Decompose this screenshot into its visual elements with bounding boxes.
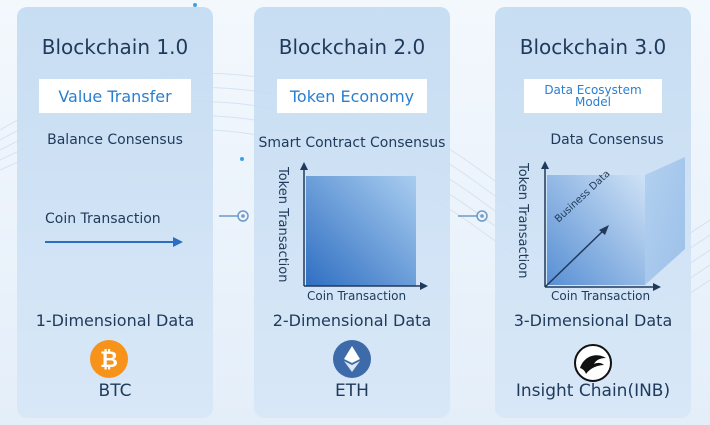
connector-arrow-icon <box>458 210 488 222</box>
coin-name: ETH <box>335 381 369 401</box>
dimension-label: 3-Dimensional Data <box>513 311 673 330</box>
decor-dot <box>240 157 244 161</box>
ethereum-icon <box>333 340 371 378</box>
coin-name: BTC <box>98 381 132 401</box>
coin-transaction-axis-label: Coin Transaction <box>307 289 407 303</box>
decor-dot <box>193 3 197 7</box>
token-transaction-axis-label: Token Transaction <box>515 163 530 279</box>
panel-subtitle-box: Token Economy <box>277 79 427 113</box>
token-transaction-axis-label: Token Transaction <box>275 167 290 283</box>
panel-title: Blockchain 3.0 <box>519 35 667 59</box>
panel-blockchain-1: Blockchain 1.0 Value Transfer Balance Co… <box>17 7 213 418</box>
dimension-label: 2-Dimensional Data <box>272 311 432 330</box>
consensus-label: Balance Consensus <box>47 132 183 148</box>
one-dimension-arrow <box>45 237 183 247</box>
two-dimension-plane <box>300 162 428 290</box>
panel-subtitle-box: Data Ecosystem Model <box>524 79 662 113</box>
bitcoin-icon: ₿ <box>90 340 128 378</box>
coin-transaction-axis-label: Coin Transaction <box>551 289 651 303</box>
panel-title: Blockchain 1.0 <box>41 35 189 59</box>
panel-blockchain-3: Blockchain 3.0 Data Ecosystem Model Data… <box>495 7 691 418</box>
consensus-label: Smart Contract Consensus <box>258 135 446 151</box>
three-dimension-cube <box>541 157 685 291</box>
svg-text:₿: ₿ <box>100 348 118 373</box>
insight-chain-eagle-icon <box>574 344 612 382</box>
connector-arrow-icon <box>219 210 249 222</box>
consensus-label: Data Consensus <box>550 132 664 148</box>
panel-subtitle-box: Value Transfer <box>39 79 191 113</box>
coin-transaction-label: Coin Transaction <box>45 211 161 227</box>
coin-name: Insight Chain(INB) <box>515 381 671 401</box>
dimension-label: 1-Dimensional Data <box>35 311 195 330</box>
panel-blockchain-2: Blockchain 2.0 Token Economy Smart Contr… <box>254 7 450 418</box>
panel-title: Blockchain 2.0 <box>278 35 426 59</box>
